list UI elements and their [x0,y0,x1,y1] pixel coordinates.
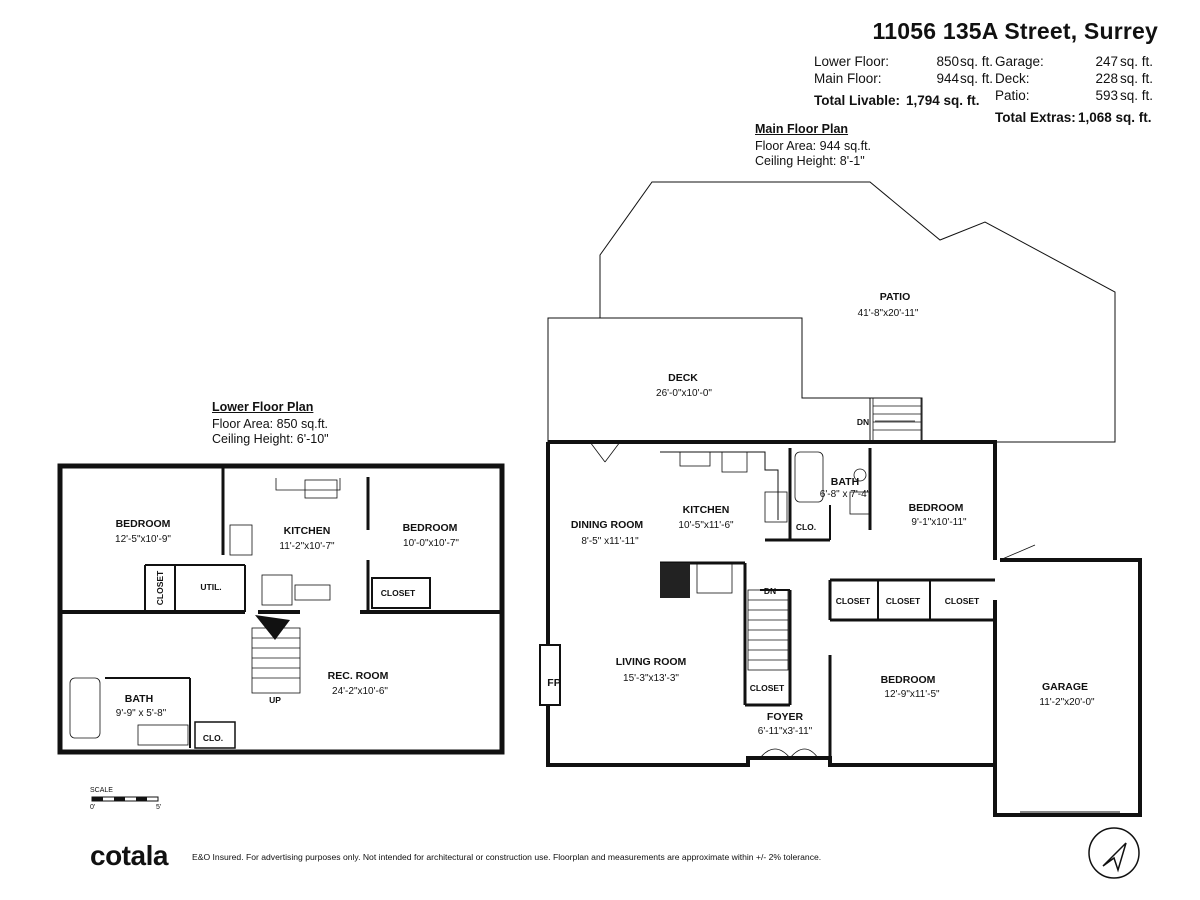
deck-name: DECK [668,372,698,384]
deck-label: Deck: [995,71,1030,86]
lower-bedroom1-dims: 12'-5"x10'-9" [115,534,171,545]
main-exterior-wall [548,440,997,560]
scale-bar: SCALE 0' 5' [90,787,161,811]
scale-end: 5' [156,804,161,811]
fireplace-label: FP [547,677,560,689]
lower-closet-label: CLOSET [381,588,416,598]
north-arrow-icon [1088,827,1140,879]
main-plan-title: Main Floor Plan [755,122,849,136]
main-clo-label: CLO. [796,522,816,532]
main-floor-label: Main Floor: [814,71,882,86]
lower-rec-name: REC. ROOM [328,670,389,682]
fireplace [539,644,561,706]
main-exterior-wall-left [546,442,997,767]
lower-bedroom1-name: BEDROOM [116,518,171,530]
lower-kitchen-name: KITCHEN [284,525,331,537]
lower-bath-dims: 9'-9" x 5'-8" [116,708,167,719]
lower-bedroom2-name: BEDROOM [403,522,458,534]
total-livable-label: Total Livable: [814,93,901,108]
lower-floor-plan [57,463,505,755]
main-floor-value: 944 [936,71,959,86]
main-room-labels: PATIO 41'-8"x20'-11" DECK 26'-0"x10'-0" … [547,291,1095,737]
deck-unit: sq. ft. [1120,71,1154,86]
main-plan-ceiling: Ceiling Height: 8'-1" [755,154,865,168]
main-closet-4: CLOSET [750,683,785,693]
main-stairs [747,589,789,671]
lower-bath-name: BATH [125,693,153,705]
bath-name: BATH [831,476,859,488]
bath-dims: 6'-8" x 7'-4" [820,489,871,500]
foyer-dims: 6'-11"x3'-11" [758,726,813,737]
garage-unit: sq. ft. [1120,54,1154,69]
garage-dims: 11'-2"x20'-0" [1039,697,1095,708]
main-closet-2: CLOSET [886,596,921,606]
scale-start: 0' [90,804,95,811]
deck-value: 228 [1095,71,1118,86]
foyer-name: FOYER [767,711,804,723]
bedroom2-name: BEDROOM [881,674,936,686]
lower-plan-area: Floor Area: 850 sq.ft. [212,417,329,431]
total-extras-value: 1,068 sq. ft. [1078,110,1152,125]
garage-label: Garage: [995,54,1044,69]
lower-clo-label: CLO. [203,733,223,743]
lower-kitchen-dims: 11'-2"x10'-7" [279,541,335,552]
lower-bedroom2-dims: 10'-0"x10'-7" [403,538,459,549]
garage-walls [993,558,1142,817]
bedroom2-dims: 12'-9"x11'-5" [884,689,940,700]
dining-name: DINING ROOM [571,519,644,531]
main-plan-area: Floor Area: 944 sq.ft. [755,139,872,153]
deck-dn-label: DN [857,417,869,427]
patio-label: Patio: [995,88,1030,103]
lower-plan-title: Lower Floor Plan [212,400,314,414]
bedroom1-dims: 9'-1"x10'-11" [911,517,967,528]
lower-util-label: UTIL. [200,582,221,592]
lower-floor-unit: sq. ft. [960,54,994,69]
living-dims: 15'-3"x13'-3" [623,673,679,684]
lower-up-label: UP [269,695,281,705]
patio-name: PATIO [880,291,911,303]
lower-floor-value: 850 [936,54,959,69]
dining-dims: 8'-5" x11'-11" [581,536,639,547]
main-floor-unit: sq. ft. [960,71,994,86]
scale-label: SCALE [90,787,113,794]
lower-floor-label: Lower Floor: [814,54,890,69]
total-extras-label: Total Extras: [995,110,1076,125]
main-closet-1: CLOSET [836,596,871,606]
lower-plan-ceiling: Ceiling Height: 6'-10" [212,432,329,446]
stair-dn-label: DN [764,586,776,596]
kitchen-name: KITCHEN [683,504,730,516]
bedroom1-name: BEDROOM [909,502,964,514]
brand-logo: cotala [90,840,168,871]
kitchen-dims: 10'-5"x11'-6" [678,520,734,531]
property-address: 11056 135A Street, Surrey [872,18,1158,44]
patio-value: 593 [1095,88,1118,103]
deck-dims: 26'-0"x10'-0" [656,388,712,399]
living-name: LIVING ROOM [616,656,687,668]
main-closet-3: CLOSET [945,596,980,606]
patio-unit: sq. ft. [1120,88,1154,103]
deck-outline [547,317,871,443]
area-summary: Lower Floor: 850 sq. ft. Main Floor: 944… [814,54,1164,129]
lower-rec-dims: 24'-2"x10'-6" [332,686,388,697]
main-floor-plan [539,181,1142,817]
patio-dims: 41'-8"x20'-11" [858,308,919,319]
garage-name: GARAGE [1042,681,1088,693]
lower-closet-vertical: CLOSET [155,570,165,605]
garage-value: 247 [1095,54,1118,69]
lower-room-labels: BEDROOM 12'-5"x10'-9" KITCHEN 11'-2"x10'… [115,518,459,743]
deck-stairs [872,397,922,443]
lower-exterior-wall [57,463,505,755]
disclaimer: E&O Insured. For advertising purposes on… [192,852,822,862]
total-livable-value: 1,794 sq. ft. [906,93,980,108]
